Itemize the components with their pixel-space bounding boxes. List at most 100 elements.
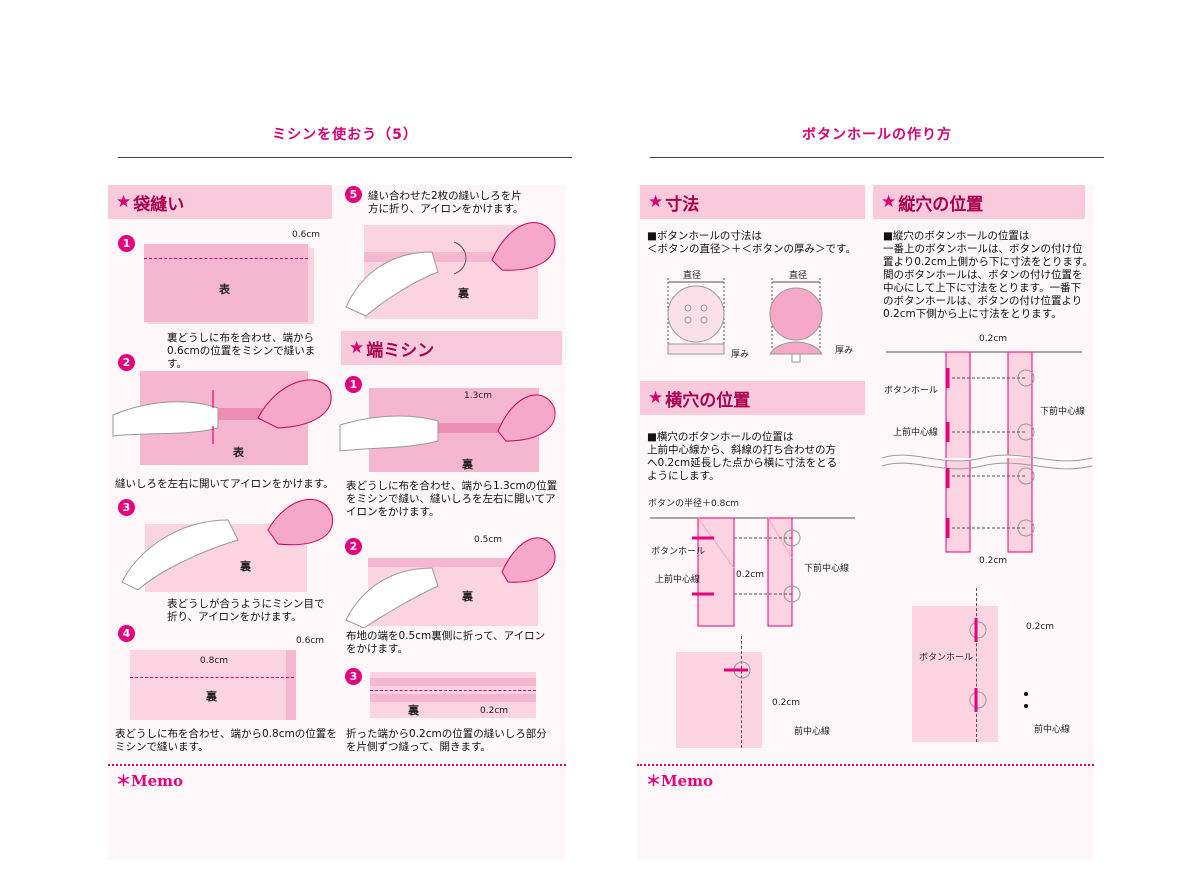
thickness-label-2: 厚み — [835, 346, 854, 356]
hashi-step3-caption: 折った端から0.2cmの位置の縫いしろ部分を片側ずつ縫って、開きます。 — [346, 728, 547, 753]
hashi-step2-dim: 0.5cm — [474, 535, 503, 545]
yoko-buttonhole-label: ボタンホール — [651, 547, 706, 557]
yoko-heading: ★横穴の位置 — [640, 381, 865, 415]
sunpo-desc-2: ＜ボタンの直径＞＋＜ボタンの厚み＞です。 — [647, 243, 856, 255]
fukuro-step2-label: 表 — [233, 446, 244, 459]
tate-desc-6: 0.2cm下側から上に寸法をとります。 — [883, 308, 1062, 320]
diameter-label-1: 直径 — [683, 271, 702, 281]
hashi-step1-caption: 表どうしに布を合わせ、端から1.3cmの位置をミシンで縫い、縫いしろを左右に開い… — [346, 480, 558, 518]
tate-front-center-label: 前中心線 — [1034, 725, 1071, 735]
hashi-step3-label: 裏 — [408, 704, 419, 717]
fukuro-step1-number: 1 — [118, 235, 135, 252]
tate-desc-0: ■縦穴のボタンホールの位置は — [883, 230, 1030, 242]
tate-desc-2: 置より0.2cm上側から下に寸法をとります。 — [883, 256, 1093, 268]
hashi-step2-fold — [368, 558, 538, 567]
left-memo-label: ＊Memo — [116, 772, 184, 790]
star-icon: ★ — [648, 192, 664, 212]
hashi-step1-seam — [369, 423, 539, 433]
thickness-label-1: 厚み — [731, 350, 750, 360]
diameter-label-2: 直径 — [789, 271, 808, 281]
tate-top-offset-label: 0.2cm — [979, 334, 1008, 344]
fukuro-step2-number: 2 — [118, 354, 135, 371]
fukuro-step3-number: 3 — [118, 499, 135, 516]
tate-upper-center-label: 上前中心線 — [893, 428, 939, 438]
yoko-diagram-2-center — [741, 636, 742, 748]
fukuro-step1-label: 表 — [219, 283, 230, 296]
fukuro-step3-label: 裏 — [240, 560, 251, 573]
fukuro-step4-dim1: 0.6cm — [296, 636, 325, 646]
left-page-title: ミシンを使おう（5） — [272, 127, 418, 143]
fukuro-step4-caption: 表どうしに布を合わせ、端から0.8cmの位置をミシンで縫います。 — [115, 728, 337, 753]
yoko-desc-2: へ0.2cm延長した点から横に寸法をとる — [647, 457, 838, 469]
hashi-step2-number: 2 — [345, 538, 362, 555]
fukuro-step2-caption: 縫いしろを左右に開いてアイロンをかけます。 — [115, 478, 334, 490]
yoko-offset-label: 0.2cm — [736, 570, 765, 580]
fukuro-step2-hand-iron — [112, 379, 332, 444]
tate-heading: ★縦穴の位置 — [873, 185, 1085, 219]
hashi-step1-dim: 1.3cm — [464, 391, 493, 401]
fukuro-step4-fold — [286, 650, 296, 720]
yoko-desc-0: ■横穴のボタンホールの位置は — [647, 431, 794, 443]
fukuro-step5-hand-iron — [345, 222, 556, 317]
tate-buttonhole-label: ボタンホール — [884, 386, 939, 396]
tate-offset3-label: 0.2cm — [1026, 622, 1055, 632]
tate-diagram-1 — [882, 351, 1093, 553]
hashi-step2-hand-iron — [345, 537, 556, 628]
tate-lower-center-label: 下前中心線 — [1040, 407, 1086, 417]
left-title-rule — [118, 157, 572, 158]
hashi-step3-fold-top — [370, 678, 536, 686]
yoko-diagram-1 — [650, 517, 855, 627]
fukuro-step5-caption: 縫い合わせた2枚の縫いしろを片方に折り、アイロンをかけます。 — [368, 190, 524, 215]
yoko-desc-3: ようにします。 — [647, 470, 720, 482]
yoko-diagram-2-marks — [724, 661, 751, 679]
fukuro-step3-hand-iron — [121, 499, 334, 590]
yoko-lower-center-label: 下前中心線 — [804, 564, 850, 574]
right-memo-rule — [637, 764, 1094, 766]
tate-desc-4: 中心にして上下に寸法をとります。一番下 — [883, 282, 1082, 294]
left-memo-rule — [108, 764, 566, 766]
hashi-step1-label: 裏 — [462, 458, 473, 471]
right-page-title: ボタンホールの作り方 — [802, 127, 952, 143]
yoko-front-center-label: 前中心線 — [794, 727, 831, 737]
right-title-rule — [650, 157, 1104, 158]
hashi-step3-fold-bottom — [370, 694, 536, 702]
hashi-step3-dim: 0.2cm — [480, 706, 509, 716]
hashi-step2-caption: 布地の端を0.5cm裏側に折って、アイロンをかけます。 — [346, 630, 546, 655]
tate-bottom-offset-label: 0.2cm — [979, 556, 1008, 566]
fukuro-step4-number: 4 — [118, 625, 135, 642]
sunpo-heading: ★寸法 — [640, 185, 865, 219]
tate-diagram-2-marks — [969, 618, 1028, 712]
tate-desc-1: 一番上のボタンホールは、ボタンの付け位 — [883, 243, 1083, 255]
fukuro-step4-dim2: 0.8cm — [200, 656, 229, 666]
right-memo-label: ＊Memo — [646, 772, 714, 790]
fukuro-step5-seam — [364, 252, 538, 262]
fukuro-step1-dim: 0.6cm — [292, 230, 321, 240]
star-icon: ★ — [881, 192, 897, 212]
fukuro-step4-stitch — [130, 677, 294, 678]
tate-diagram-2-fabric — [912, 606, 998, 742]
fukuro-step4-label: 裏 — [206, 690, 217, 703]
yoko-offset2-label: 0.2cm — [772, 698, 801, 708]
tate-buttonhole2-label: ボタンホール — [919, 653, 974, 663]
hashi-heading: ★端ミシン — [341, 331, 562, 365]
star-icon: ★ — [349, 338, 365, 358]
yoko-desc-1: 上前中心線から、斜線の打ち合わせの方 — [647, 444, 836, 456]
hashi-step2-label: 裏 — [462, 590, 473, 603]
star-icon: ★ — [116, 192, 132, 212]
fukuro-step5-label: 裏 — [458, 287, 469, 300]
tate-desc-5: のボタンホールは、ボタンの付け位置より — [883, 295, 1083, 307]
tate-diagram-2-center — [976, 588, 977, 742]
yoko-diagram-2-fabric — [676, 652, 762, 748]
fukuro-step4-fabric — [130, 650, 294, 720]
fukuro-step5-number: 5 — [345, 186, 362, 203]
star-icon: ★ — [648, 388, 664, 408]
hashi-step3-stitch — [370, 690, 536, 691]
fukuro-heading: ★袋縫い — [108, 185, 332, 219]
fukuro-step1-stitch — [144, 258, 308, 259]
sunpo-desc-1: ■ボタンホールの寸法は — [647, 230, 762, 242]
yoko-upper-center-label: 上前中心線 — [655, 575, 701, 585]
tate-desc-3: 間のボタンホールは、ボタンの付け位置を — [883, 269, 1083, 281]
hashi-step1-hand-iron — [339, 394, 556, 452]
hashi-step1-number: 1 — [345, 376, 362, 393]
hashi-step3-number: 3 — [345, 668, 362, 685]
